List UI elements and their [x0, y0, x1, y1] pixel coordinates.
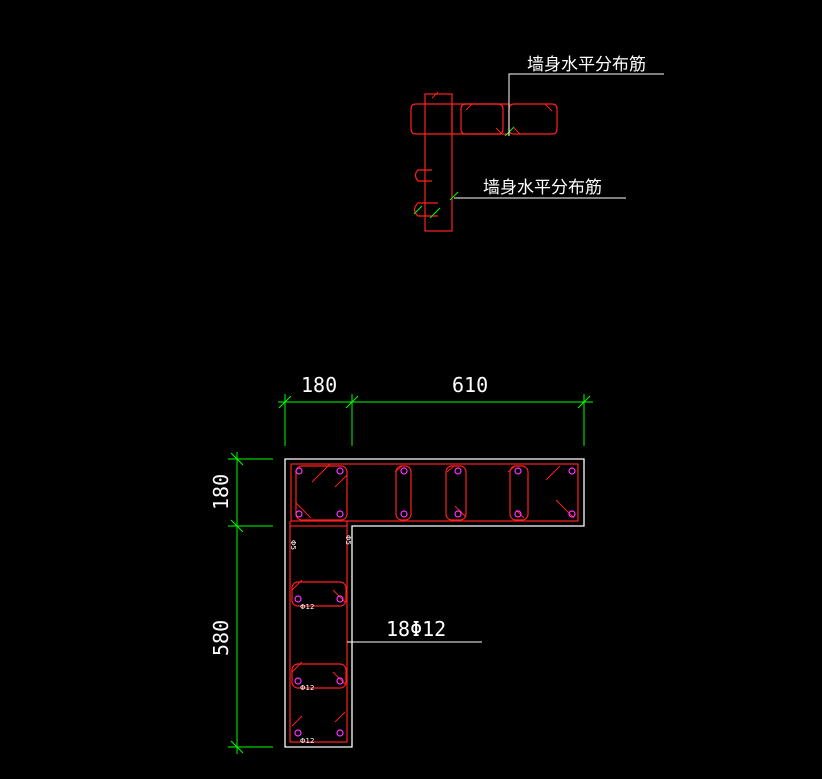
bar-node	[514, 510, 522, 518]
hook-4	[513, 127, 521, 135]
bar-node	[400, 467, 408, 475]
flange-hook-3	[394, 465, 403, 473]
dimensions	[228, 394, 593, 754]
web-tie-2	[291, 663, 347, 689]
bar-node	[294, 729, 302, 737]
web-hook-6	[334, 711, 346, 723]
note-tie-left: Φ5	[289, 540, 297, 550]
dim-top-left: 180	[301, 373, 337, 397]
bar-nodes	[294, 467, 576, 737]
web-hook-1	[291, 579, 303, 591]
dim-top-right: 610	[452, 373, 488, 397]
tick-top-3	[577, 395, 591, 409]
flange-outer-stirrup	[290, 463, 579, 522]
web-tie-1	[291, 581, 347, 607]
flange-tie-2	[395, 465, 412, 521]
bar-node	[336, 467, 344, 475]
bar-node	[400, 510, 408, 518]
flange-tie-3	[445, 465, 467, 521]
web-hook-3	[291, 661, 303, 673]
tick-4	[413, 205, 423, 215]
flange-hook-7	[555, 499, 575, 519]
note-bar-c: Φ12	[300, 737, 314, 745]
section-outline	[284, 458, 585, 748]
tick-3	[429, 207, 441, 219]
tick-left-3	[230, 740, 244, 754]
bar-node	[294, 677, 302, 685]
dim-left-bottom: 580	[209, 620, 233, 656]
wall-tie-2	[413, 202, 438, 217]
callout-1: 墙身水平分布筋	[527, 55, 646, 75]
horizontal-tie-1	[410, 103, 453, 135]
wall-tie-1	[414, 169, 432, 182]
hook-5	[431, 91, 439, 99]
flange-hook-6	[545, 465, 561, 481]
bar-node	[336, 729, 344, 737]
callout-2: 墙身水平分布筋	[483, 178, 602, 198]
bar-node	[568, 510, 576, 518]
hook-2	[495, 127, 503, 135]
hook-3	[544, 103, 553, 112]
note-tie-right: Φ5	[344, 535, 352, 545]
bar-node	[336, 595, 344, 603]
bar-node	[514, 467, 522, 475]
hook-1	[465, 103, 473, 111]
bar-node	[454, 510, 462, 518]
tick-2	[449, 191, 459, 201]
dim-left-top: 180	[209, 474, 233, 510]
vertical-wall-stirrup	[424, 93, 453, 232]
bar-node	[336, 510, 344, 518]
bar-node	[454, 467, 462, 475]
bar-node	[568, 467, 576, 475]
flange-tie-1	[295, 465, 348, 521]
web-outer-stirrup	[289, 525, 348, 743]
note-bar-a: Φ12	[300, 603, 314, 611]
l-section: Φ5 Φ5 Φ12 Φ12 Φ12 18Φ12	[284, 458, 585, 748]
flange-hook-5	[507, 465, 516, 473]
note-bar-b: Φ12	[300, 684, 314, 692]
tick-top-1	[278, 395, 292, 409]
web-hook-5	[291, 715, 303, 727]
bar-node	[295, 467, 303, 475]
rebar-callout: 18Φ12	[386, 617, 446, 641]
tick-left-1	[230, 452, 244, 466]
flange-hook-4	[446, 465, 455, 473]
bar-node	[295, 510, 303, 518]
flange-tie-4	[509, 465, 529, 521]
flange-hook-2	[334, 474, 348, 488]
leader-1	[508, 73, 664, 136]
top-detail: 墙身水平分布筋 墙身水平分布筋	[410, 55, 664, 232]
bar-node	[294, 595, 302, 603]
flange-hook-10	[295, 502, 312, 519]
tick-left-2	[230, 519, 244, 533]
flange-hook-1	[311, 463, 331, 483]
bar-node	[336, 677, 344, 685]
tick-top-2	[345, 395, 359, 409]
